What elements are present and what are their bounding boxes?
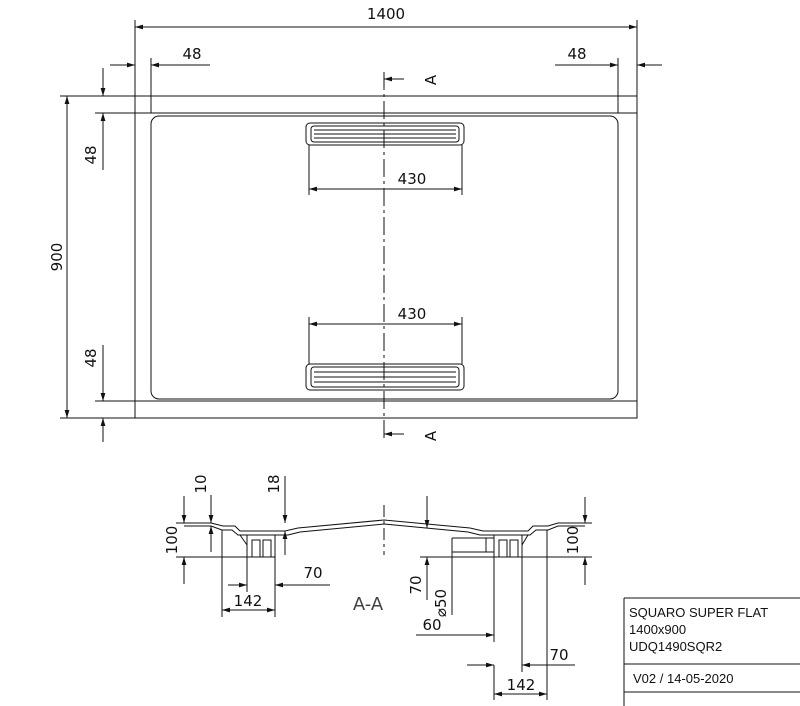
label-70-right: 70	[549, 646, 568, 664]
label-rim-left: 48	[182, 45, 201, 63]
label-rim-10: 10	[192, 474, 210, 493]
label-rim-bottom: 48	[82, 348, 100, 367]
section-view	[176, 476, 592, 700]
title-version: V02 / 14-05-2020	[633, 671, 733, 686]
bottom-foot-rail	[305, 363, 465, 391]
title-product-size: 1400x900	[629, 622, 686, 637]
label-142-left: 142	[234, 592, 263, 610]
label-diameter-50: ⌀50	[432, 589, 450, 617]
title-product-name: SQUARO SUPER FLAT	[629, 605, 768, 620]
label-70-left: 70	[303, 564, 322, 582]
label-foot-width-bottom: 430	[398, 305, 427, 323]
title-product-code: UDQ1490SQR2	[629, 639, 722, 654]
section-right-foot	[485, 534, 529, 558]
label-70-vertical: 70	[407, 575, 425, 594]
label-rim-top: 48	[82, 145, 100, 164]
label-142-right: 142	[507, 676, 536, 694]
label-height-right: 100	[564, 526, 582, 555]
label-rim-18: 18	[265, 474, 283, 493]
title-block	[623, 597, 800, 706]
label-foot-width-top: 430	[398, 170, 427, 188]
section-left-foot	[239, 534, 276, 558]
label-overall-depth: 900	[48, 243, 66, 272]
top-foot-rail	[305, 122, 465, 146]
label-rim-right: 48	[567, 45, 586, 63]
label-section-aa: A-A	[353, 594, 384, 615]
label-height-left: 100	[163, 526, 181, 555]
tray-outline	[134, 95, 638, 419]
section-profile	[184, 519, 585, 532]
label-overall-width: 1400	[367, 5, 405, 23]
section-mark-bottom: A	[422, 430, 440, 441]
label-60: 60	[422, 616, 441, 634]
top-view	[60, 20, 662, 442]
section-mark-top: A	[422, 74, 440, 85]
